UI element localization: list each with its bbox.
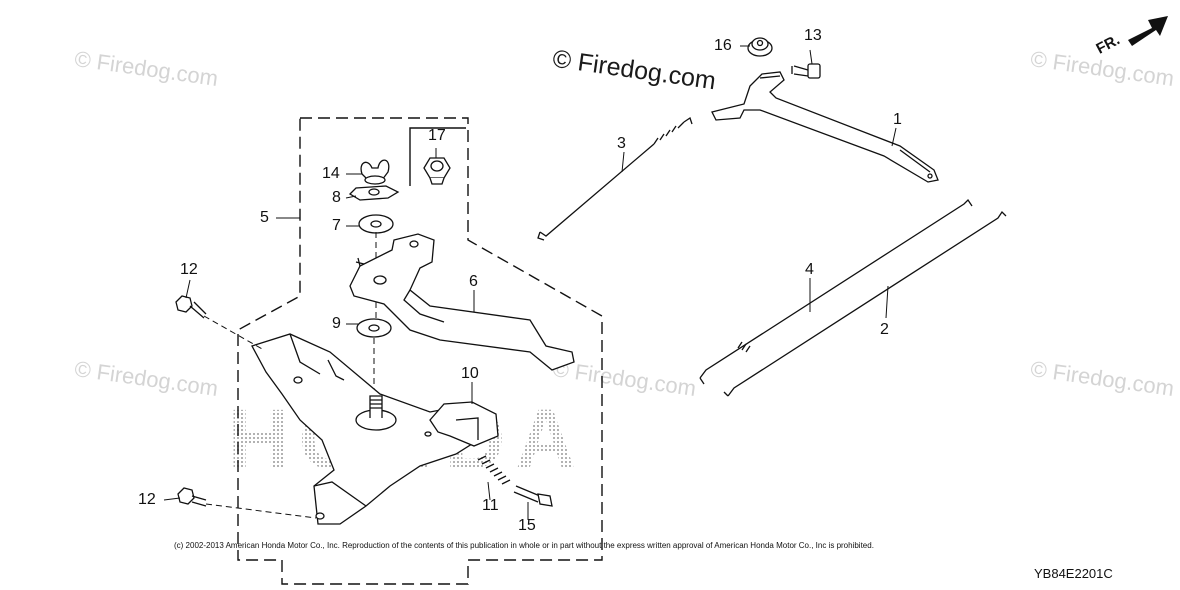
return-spring-part-11 [477,455,511,485]
callout-11: 11 [482,497,499,514]
inset-bracket-17 [409,127,466,186]
assembly-axis-line [373,232,377,396]
callout-14: 14 [322,165,340,182]
callout-1: 1 [893,111,902,128]
plate-part-8 [348,185,400,201]
callout-6: 6 [469,273,478,290]
lock-nut-part-17 [423,157,451,185]
washer-part-9 [356,318,392,338]
leader-lines [163,45,897,520]
diagram-code: YB84E2201C [1034,566,1113,581]
callout-2: 2 [880,321,889,338]
bolt-part-15 [513,485,553,507]
copyright-notice: (c) 2002-2013 American Honda Motor Co., … [174,541,874,550]
flange-bolt-part-12-upper [175,295,207,319]
callout-3: 3 [617,135,626,152]
callout-9: 9 [332,315,341,332]
callout-16: 16 [714,37,732,54]
callout-4: 4 [805,261,814,278]
callout-10: 10 [461,365,479,382]
callout-5: 5 [260,209,269,226]
assembly-boundary [237,117,603,585]
governor-arm-part [711,71,939,183]
callout-7: 7 [332,217,341,234]
flange-bolt-part-12-lower [177,487,207,507]
control-lever-part-6 [349,233,575,371]
wing-nut-part-14 [360,159,390,185]
callout-13: 13 [804,27,822,44]
washer-part-7 [358,214,394,234]
control-rod-part-4 [699,198,973,385]
callout-8: 8 [332,189,341,206]
bolt-part-13 [791,63,821,79]
control-rod-part-2 [723,210,1007,397]
control-base-bracket [251,333,489,525]
callout-12-upper: 12 [180,261,198,278]
callout-12-lower: 12 [138,491,156,508]
cable-bracket-part-10 [424,401,499,447]
callout-15: 15 [518,517,536,534]
callout-17: 17 [428,127,446,144]
flange-nut-part-16 [747,37,773,57]
governor-spring-part-3 [537,116,693,241]
front-direction-arrow [1128,16,1168,46]
